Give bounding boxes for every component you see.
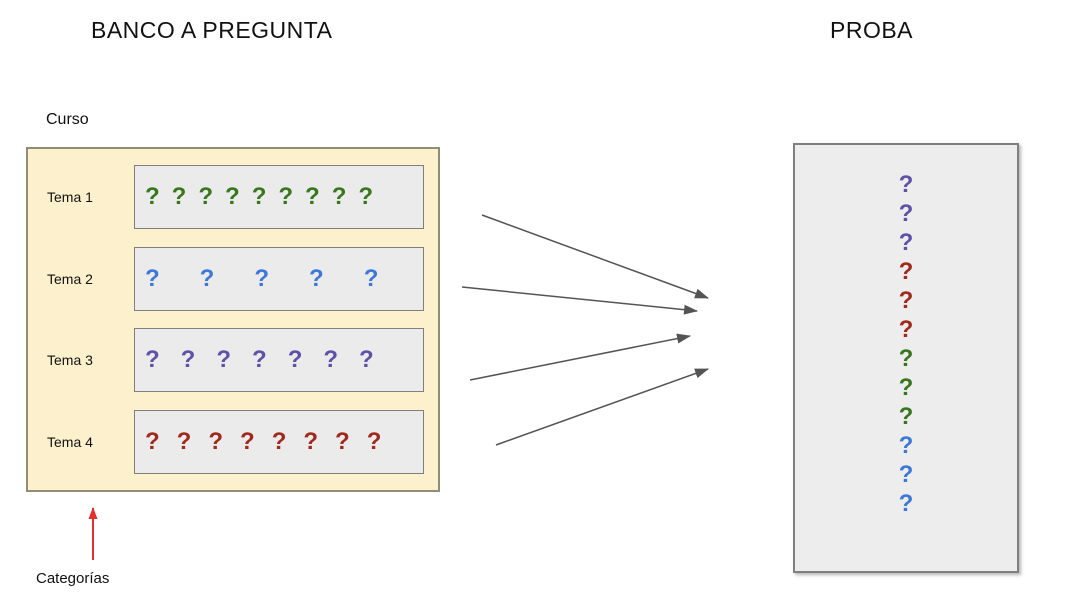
question-mark: ? — [898, 461, 914, 488]
question-mark: ? — [287, 346, 303, 374]
question-mark: ? — [252, 346, 267, 374]
bank-row: Tema 4???????? — [47, 409, 424, 474]
question-mark: ? — [331, 183, 347, 210]
question-mark: ? — [366, 427, 382, 455]
question-mark: ? — [251, 183, 267, 210]
categories-label: Categorías — [36, 570, 110, 587]
question-mark: ? — [359, 346, 374, 374]
question-mark: ? — [898, 258, 914, 285]
test-title: PROBA — [830, 17, 914, 43]
topic-label: Tema 3 — [47, 352, 93, 369]
question-mark: ? — [145, 183, 160, 210]
question-mark: ? — [898, 287, 914, 314]
topic-label: Tema 1 — [47, 189, 93, 205]
topic-question-box: ??????? — [134, 328, 424, 393]
question-mark: ? — [176, 427, 192, 455]
question-mark: ? — [335, 427, 350, 455]
arrow — [469, 333, 691, 381]
question-mark: ? — [145, 427, 160, 455]
question-mark: ? — [898, 171, 914, 198]
question-mark: ? — [305, 183, 320, 210]
question-mark: ? — [225, 183, 240, 210]
question-mark: ? — [898, 490, 914, 517]
topic-question-box: ????????? — [134, 165, 424, 229]
question-mark: ? — [171, 183, 187, 210]
question-mark: ? — [208, 427, 224, 455]
question-mark: ? — [271, 427, 287, 455]
question-mark: ? — [323, 346, 339, 374]
question-mark: ? — [216, 346, 232, 374]
question-mark: ? — [363, 264, 379, 292]
question-mark: ? — [898, 374, 914, 401]
question-mark: ? — [358, 183, 374, 210]
question-bank-title: BANCO A PREGUNTA — [91, 17, 333, 43]
topic-label: Tema 2 — [47, 270, 93, 287]
question-mark: ? — [898, 345, 914, 372]
question-mark: ? — [898, 316, 914, 343]
question-mark: ? — [180, 346, 196, 374]
question-mark: ? — [898, 229, 914, 256]
question-mark: ? — [145, 264, 160, 292]
bank-row: Tema 3??????? — [47, 328, 424, 393]
arrow — [461, 286, 698, 315]
question-mark: ? — [254, 264, 270, 292]
question-mark: ? — [309, 264, 324, 292]
question-mark: ? — [898, 403, 914, 430]
question-mark: ? — [240, 427, 255, 455]
arrow — [481, 214, 709, 299]
question-mark: ? — [198, 183, 214, 210]
bank-row: Tema 1????????? — [47, 165, 424, 229]
topic-label: Tema 4 — [47, 433, 93, 450]
bank-row: Tema 2????? — [47, 246, 424, 311]
course-label: Curso — [46, 111, 89, 128]
question-mark: ? — [898, 200, 914, 227]
topic-question-box: ???????? — [134, 409, 424, 474]
test-box: ???????????? — [793, 143, 1019, 573]
topic-question-box: ????? — [134, 246, 424, 311]
question-mark: ? — [278, 183, 294, 210]
question-mark: ? — [898, 432, 914, 459]
question-mark: ? — [303, 427, 319, 455]
question-bank-box: Tema 1?????????Tema 2?????Tema 3???????T… — [26, 147, 440, 492]
arrow — [495, 368, 709, 446]
question-mark: ? — [199, 264, 215, 292]
question-mark: ? — [145, 346, 160, 374]
